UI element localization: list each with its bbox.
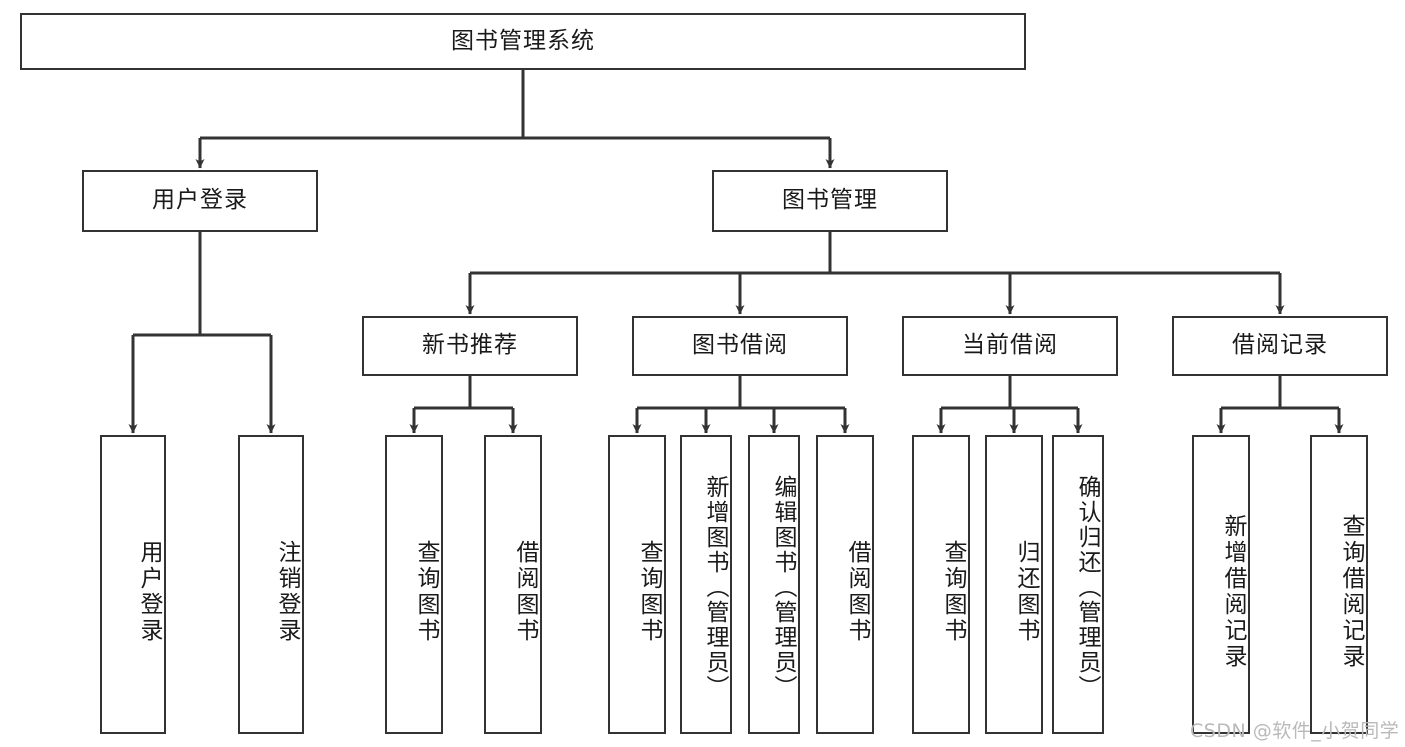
leaf-current-query-book[interactable]: 查询图书 xyxy=(912,435,970,734)
leaf-recommend-query-book[interactable]: 查询图书 xyxy=(385,435,443,734)
node-current-borrow[interactable]: 当前借阅 xyxy=(902,316,1118,376)
edges-group xyxy=(128,70,1344,434)
node-book-manage[interactable]: 图书管理 xyxy=(712,170,948,232)
node-user-login[interactable]: 用户登录 xyxy=(82,170,318,232)
leaf-borrow-borrow-book[interactable]: 借阅图书 xyxy=(816,435,874,734)
node-root[interactable]: 图书管理系统 xyxy=(20,13,1026,70)
leaf-user-login[interactable]: 用户登录 xyxy=(100,435,166,734)
csdn-watermark: CSDN @软件_小贺同学 xyxy=(1190,720,1400,742)
leaf-borrow-query-book[interactable]: 查询图书 xyxy=(608,435,666,734)
leaf-recommend-borrow-book[interactable]: 借阅图书 xyxy=(484,435,542,734)
leaf-borrow-edit-book-admin[interactable]: 编辑图书（管理员） xyxy=(748,435,800,734)
node-book-borrow[interactable]: 图书借阅 xyxy=(632,316,848,376)
leaf-current-confirm-return-admin[interactable]: 确认归还（管理员） xyxy=(1052,435,1104,734)
leaf-borrow-add-book-admin[interactable]: 新增图书（管理员） xyxy=(680,435,732,734)
node-new-book-recommend[interactable]: 新书推荐 xyxy=(362,316,578,376)
leaf-user-logout[interactable]: 注销登录 xyxy=(238,435,304,734)
leaf-record-add-borrow-record[interactable]: 新增借阅记录 xyxy=(1192,435,1250,734)
node-borrow-record[interactable]: 借阅记录 xyxy=(1172,316,1388,376)
leaf-record-query-borrow-record[interactable]: 查询借阅记录 xyxy=(1310,435,1368,734)
leaf-current-return-book[interactable]: 归还图书 xyxy=(985,435,1043,734)
